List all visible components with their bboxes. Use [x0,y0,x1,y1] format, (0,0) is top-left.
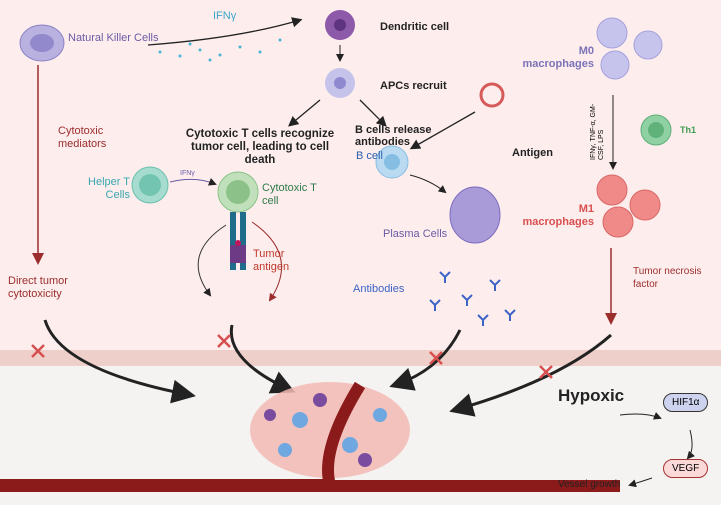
apcs-label: APCs recruit [380,80,447,92]
ifng-label: IFNγ [213,10,237,22]
nk-cell [19,24,65,62]
b-cell [375,145,409,179]
helper-t-label: Helper T Cells [88,176,130,201]
vessel-base [0,480,620,492]
antibodies-label: Antibodies [353,283,405,295]
cytotoxic-t-label: Cytotoxic T cell [262,182,317,207]
b-cell-label: B cell [356,150,383,162]
helper-t-cell [131,166,169,204]
tnf-label: Tumor necrosis factor [633,266,702,290]
nk-cells-label: Natural Killer Cells [68,32,159,44]
m0-macrophages [596,17,663,80]
antigen [479,82,505,108]
apc-cell [325,68,355,98]
plasma-cell [449,186,501,244]
vegf-badge: VEGF [663,459,709,478]
antibodies-glyphs [429,271,516,326]
ctl-recognize-label: Cytotoxic T cells recognize tumor cell, … [185,128,335,166]
tumor-mass [250,382,410,478]
hypoxic-label: Hypoxic [558,386,625,405]
b-release-label: B cells release antibodies [355,124,432,148]
antigen-label: Antigen [512,147,553,159]
tumor-antigen-label: Tumor antigen [253,248,290,273]
ifng-particles [158,38,282,62]
tcr-receptor [230,212,246,270]
m0-stimuli-label: IFNγ, TNF-α, GM-CSF, LPS [590,103,605,160]
vessel-growth-label: Vessel growth [558,479,621,490]
ifng-small-label: IFNγ [180,170,195,177]
dendritic-cell [325,10,355,40]
th1-label: Th1 [680,125,697,135]
ifng-arrow [147,17,303,46]
block-marks [31,334,553,379]
m1-label: M1 macrophages [522,203,594,228]
direct-cytotoxicity-label: Direct tumor cytotoxicity [8,275,68,300]
cytotoxic-t-cell [217,171,259,213]
m0-label: M0 macrophages [522,45,594,70]
hif1a-badge: HIF1α [663,393,709,412]
th1-cell [640,114,672,146]
dendritic-label: Dendritic cell [380,21,450,33]
plasma-label: Plasma Cells [383,228,448,240]
immune-region [0,0,721,350]
cytotoxic-mediators-label: Cytotoxic mediators [58,125,107,150]
boundary-band [0,350,721,366]
m1-macrophages [596,174,661,238]
